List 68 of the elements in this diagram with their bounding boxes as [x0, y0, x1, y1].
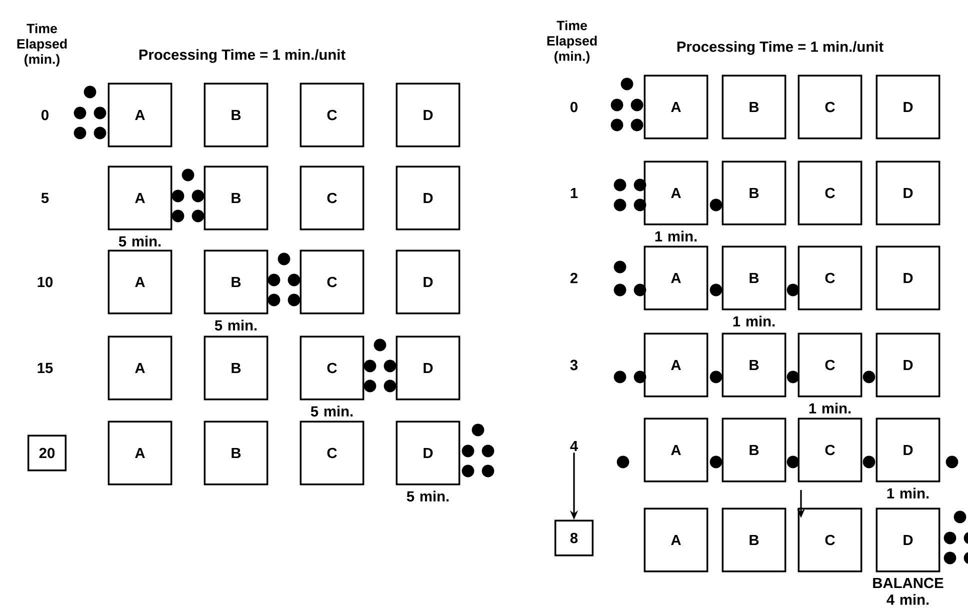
station-box: A — [108, 166, 172, 230]
station-box: D — [396, 336, 460, 400]
station-box: C — [798, 160, 862, 226]
station-box: D — [876, 332, 940, 398]
station-box: B — [204, 336, 268, 400]
axis-heading: Time Elapsed (min.) — [17, 23, 67, 67]
station-box: D — [396, 420, 460, 486]
station-box: A — [108, 82, 172, 148]
station-box: C — [300, 250, 364, 314]
station-box: B — [722, 246, 786, 310]
station-box: A — [644, 246, 708, 310]
station-box: D — [876, 418, 940, 482]
duration-label: 1 min. — [809, 402, 851, 414]
station-box: B — [204, 250, 268, 314]
duration-label: 5 min. — [310, 406, 353, 417]
station-box: A — [644, 74, 708, 140]
heading: Processing Time = 1 min./unit — [139, 49, 346, 63]
station-box: C — [300, 336, 364, 400]
duration-label: 5 min. — [118, 236, 161, 247]
station-box: D — [876, 74, 940, 140]
station-box: B — [204, 82, 268, 148]
station-box: C — [300, 420, 364, 486]
time-value: 10 — [38, 276, 53, 288]
station-box: C — [300, 166, 364, 230]
station-box: C — [798, 246, 862, 310]
station-box: D — [876, 246, 940, 310]
station-box: D — [396, 250, 460, 314]
station-box: C — [300, 82, 364, 148]
station-box: B — [204, 166, 268, 230]
station-box: B — [722, 508, 786, 572]
time-value: 2 — [570, 272, 578, 284]
station-box: B — [722, 418, 786, 482]
station-box: A — [644, 160, 708, 226]
time-value: 0 — [42, 110, 48, 120]
station-box: A — [108, 250, 172, 314]
time-box: 20 — [27, 434, 67, 472]
duration-label: BALANCE 4 min. — [873, 578, 944, 605]
time-value: 0 — [570, 102, 578, 112]
station-box: C — [798, 74, 862, 140]
time-value: 1 — [570, 188, 578, 198]
duration-label: 5 min. — [406, 490, 449, 502]
station-box: D — [396, 166, 460, 230]
station-box: C — [798, 508, 862, 572]
time-value: 4 — [570, 440, 578, 452]
station-box: D — [396, 82, 460, 148]
station-box: D — [876, 160, 940, 226]
station-box: C — [798, 418, 862, 482]
station-box: A — [644, 508, 708, 572]
time-box: 8 — [554, 520, 594, 556]
axis-heading: Time Elapsed (min.) — [547, 20, 597, 64]
station-box: C — [798, 332, 862, 398]
station-box: A — [644, 332, 708, 398]
station-box: A — [108, 336, 172, 400]
time-value: 5 — [41, 192, 49, 204]
station-box: B — [722, 160, 786, 226]
station-box: D — [876, 508, 940, 572]
duration-label: 1 min. — [655, 230, 697, 242]
station-box: B — [722, 74, 786, 140]
duration-label: 5 min. — [214, 320, 257, 331]
station-box: A — [644, 418, 708, 482]
station-box: A — [108, 420, 172, 486]
heading: Processing Time = 1 min./unit — [677, 41, 884, 55]
time-value: 3 — [570, 360, 578, 370]
station-box: B — [204, 420, 268, 486]
duration-label: 1 min. — [733, 316, 775, 326]
duration-label: 1 min. — [887, 488, 929, 498]
time-value: 15 — [38, 362, 53, 374]
station-box: B — [722, 332, 786, 398]
